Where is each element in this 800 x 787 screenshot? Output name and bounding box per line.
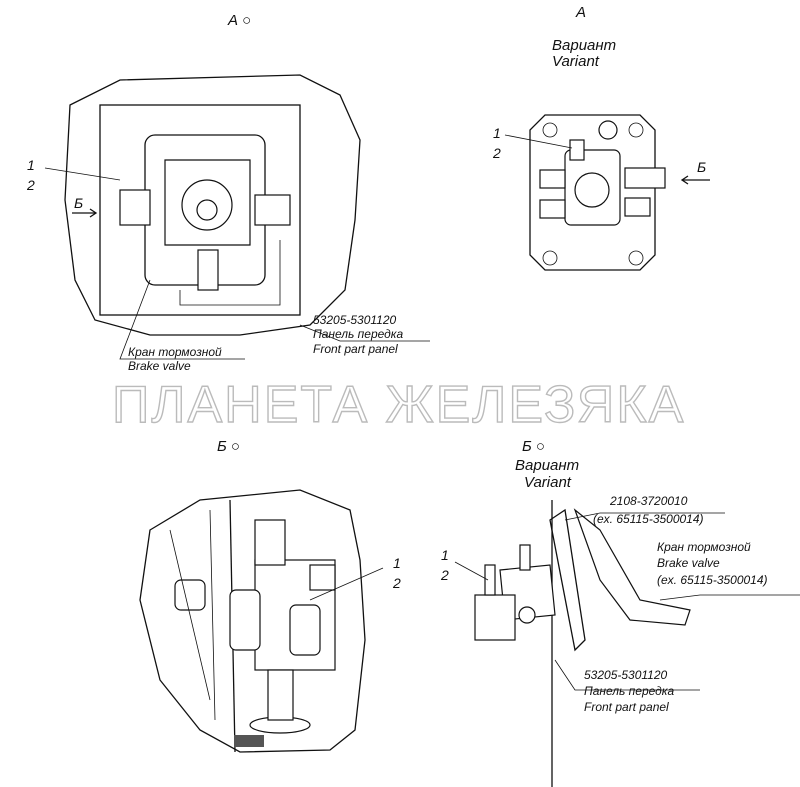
view-b-arrow-label: Б (74, 195, 83, 211)
view-b-drawing (139, 489, 384, 753)
view-b-arrow-label: Б (697, 159, 706, 175)
view-b-variant-title: Б ○ (522, 438, 545, 455)
variant-label-en: Variant (524, 474, 572, 491)
valve-ex-number: (ex. 65115-3500014) (657, 573, 768, 587)
callout-2: 2 (440, 567, 449, 583)
view-a-variant-drawing (504, 114, 710, 271)
view-b-variant-drawing (454, 500, 800, 787)
callout-1: 1 (493, 125, 501, 141)
view-b-title: Б ○ (217, 438, 240, 455)
switch-ex-number: (ex. 65115-3500014) (593, 512, 704, 526)
valve-name-ru: Кран тормозной (128, 345, 222, 359)
view-a-drawing (44, 74, 430, 360)
panel-name-ru: Панель передка (313, 327, 403, 341)
panel-part-number: 53205-5301120 (313, 313, 397, 327)
variant-label-ru: Вариант (552, 37, 616, 54)
callout-1: 1 (441, 547, 449, 563)
view-a-variant-title: А (575, 4, 586, 21)
callout-1: 1 (393, 555, 401, 571)
panel-name-en: Front part panel (313, 342, 398, 356)
valve-name-en: Brake valve (128, 359, 191, 373)
callout-2: 2 (392, 575, 401, 591)
callout-2: 2 (492, 145, 501, 161)
panel-part-number: 53205-5301120 (584, 668, 668, 682)
panel-name-ru: Панель передка (584, 684, 674, 698)
valve-name-en: Brake valve (657, 556, 720, 570)
callout-2: 2 (26, 177, 35, 193)
switch-part-number: 2108-3720010 (609, 494, 688, 508)
watermark: ПЛАНЕТА ЖЕЛЕЗЯКА (112, 376, 685, 434)
panel-name-en: Front part panel (584, 700, 669, 714)
callout-1: 1 (27, 157, 35, 173)
variant-label-ru: Вариант (515, 457, 579, 474)
variant-label-en: Variant (552, 53, 600, 70)
valve-name-ru: Кран тормозной (657, 540, 751, 554)
view-a-title: А ○ (227, 12, 251, 29)
